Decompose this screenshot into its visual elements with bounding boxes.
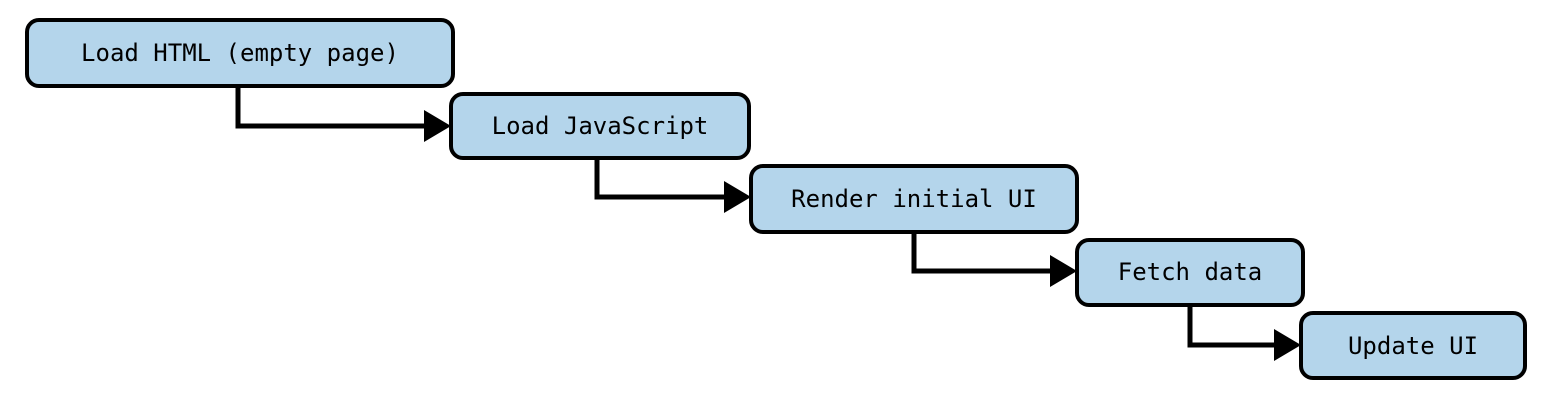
step-fetch-data: Fetch data [1075, 238, 1305, 307]
step-label-load-html: Load HTML (empty page) [81, 39, 399, 67]
step-label-update-ui: Update UI [1348, 332, 1478, 360]
connector-3 [911, 232, 1077, 287]
step-load-html: Load HTML (empty page) [25, 18, 455, 88]
arrowhead-3 [1050, 255, 1077, 287]
step-update-ui: Update UI [1299, 311, 1527, 380]
arrowhead-4 [1274, 329, 1301, 361]
arrowhead-2 [724, 181, 751, 213]
connector-4 [1187, 305, 1301, 361]
step-label-load-javascript: Load JavaScript [492, 112, 709, 140]
step-load-javascript: Load JavaScript [449, 92, 751, 160]
connector-1 [235, 86, 451, 142]
arrowhead-1 [424, 110, 451, 142]
step-label-render-initial-ui: Render initial UI [791, 185, 1037, 213]
connector-2 [594, 158, 751, 213]
step-render-initial-ui: Render initial UI [749, 164, 1079, 234]
step-label-fetch-data: Fetch data [1118, 258, 1263, 286]
